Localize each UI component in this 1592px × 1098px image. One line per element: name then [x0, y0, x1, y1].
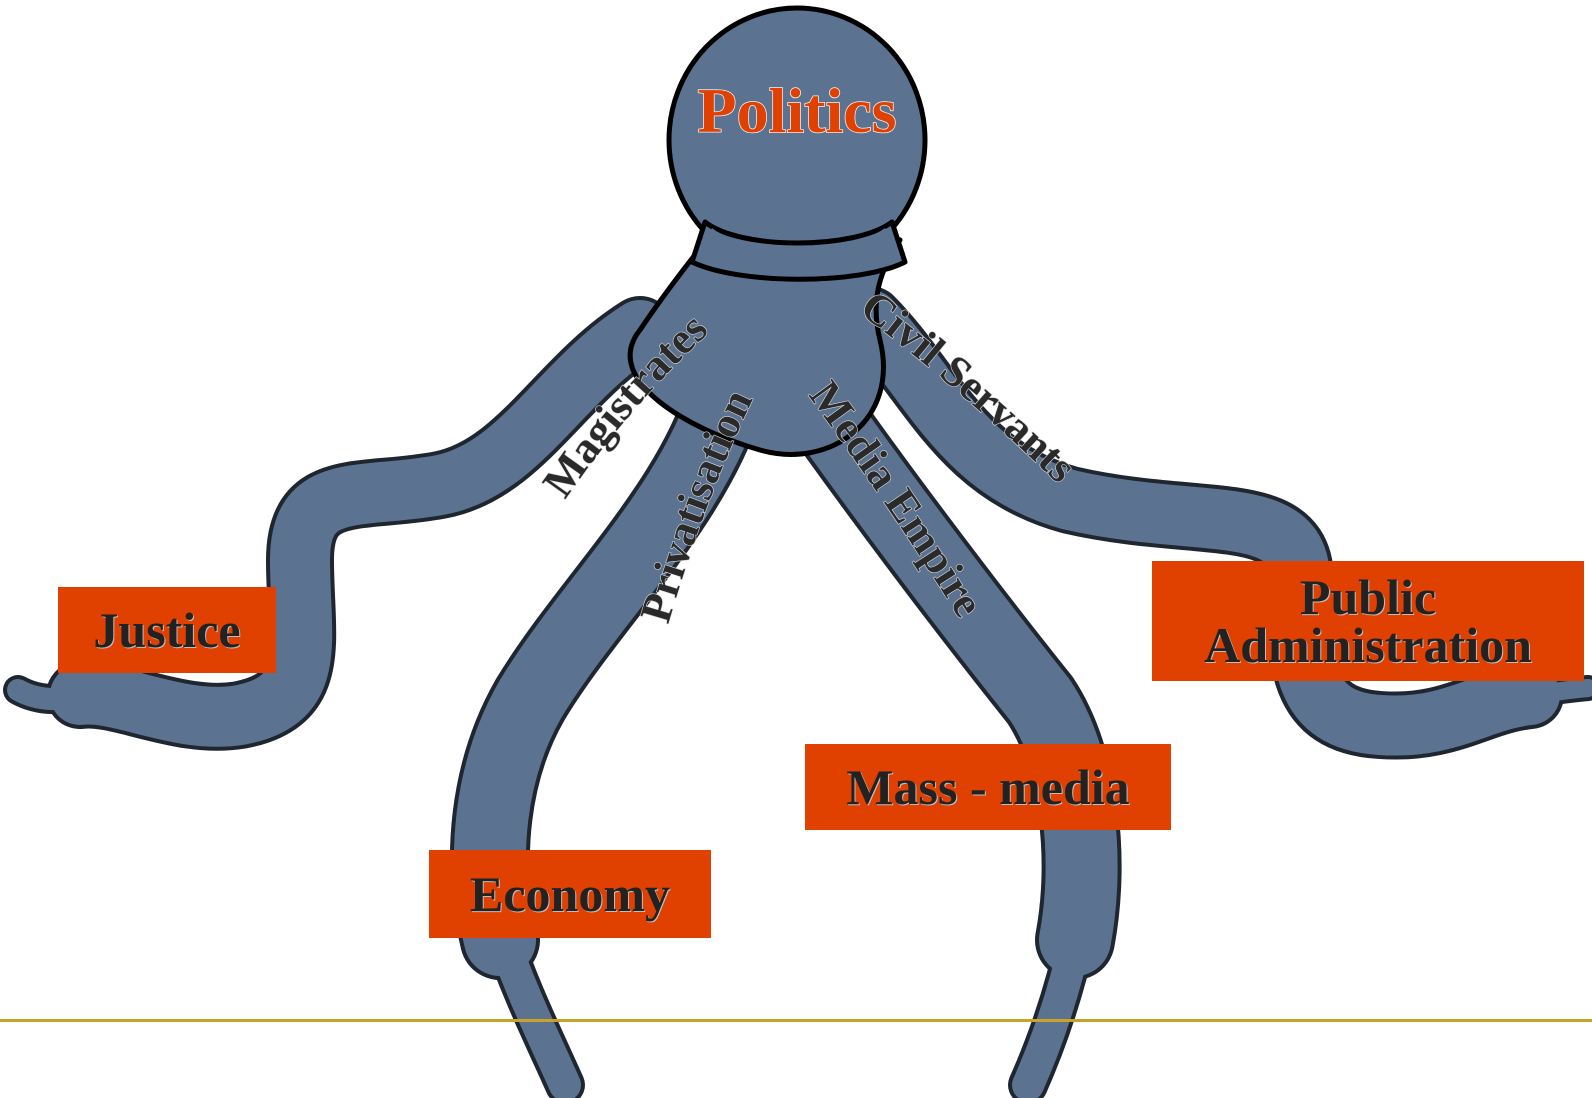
- box-justice: Justice: [58, 587, 276, 673]
- box-public-administration: Public Administration: [1152, 561, 1584, 681]
- footer-divider: [0, 1019, 1592, 1022]
- octopus-arms: [7, 290, 1592, 1098]
- center-label: Politics: [697, 75, 896, 146]
- box-mass-media: Mass - media: [805, 744, 1171, 830]
- octopus-body: [627, 5, 928, 457]
- box-economy: Economy: [429, 850, 711, 938]
